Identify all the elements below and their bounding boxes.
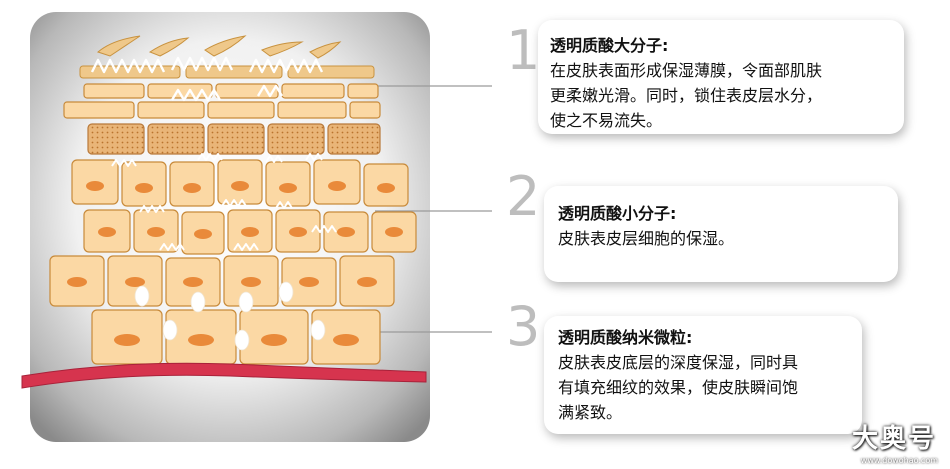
callout-body-line: 更柔嫩光滑。同时，锁住表皮层水分，: [550, 86, 823, 105]
callout-small-molecule: 透明质酸小分子: 皮肤表皮层细胞的保湿。: [544, 186, 898, 282]
callout-body-line: 在皮肤表面形成保湿薄膜，令面部肌肤: [550, 61, 823, 80]
callout-body-line: 满紧致。: [558, 403, 623, 422]
spinous-cells-row-2: [83, 209, 417, 255]
basement-membrane: [21, 362, 427, 389]
callout-body-line: 使之不易流失。: [550, 111, 663, 130]
callout-title: 透明质酸纳米微粒:: [558, 328, 693, 347]
granular-cell-row: [87, 123, 381, 155]
basal-cells-row: [91, 309, 381, 365]
nanoparticle-icon: [134, 281, 326, 351]
callout-body-line: 皮肤表皮底层的深度保湿，同时具: [558, 353, 799, 372]
watermark-logo: 大奥号: [851, 424, 936, 454]
callout-number-2: 2: [506, 165, 541, 228]
spinous-cells-row-1: [71, 159, 409, 207]
connector-lines: [375, 85, 492, 333]
callout-body-line: 皮肤表皮层细胞的保湿。: [558, 229, 735, 248]
callout-title: 透明质酸小分子:: [558, 204, 677, 223]
watermark-site: www.dowohao.com: [860, 456, 938, 465]
small-molecule-icons: [111, 153, 337, 251]
callout-number-1: 1: [506, 19, 541, 82]
callout-title: 透明质酸大分子:: [550, 36, 669, 55]
callout-number-3: 3: [506, 295, 541, 358]
wavy-molecule-icon: [90, 56, 324, 102]
callout-large-molecule: 透明质酸大分子: 在皮肤表面形成保湿薄膜，令面部肌肤 更柔嫩光滑。同时，锁住表皮…: [538, 20, 904, 134]
callout-nanoparticle: 透明质酸纳米微粒: 皮肤表皮底层的深度保湿，同时具 有填充细纹的效果，使皮肤瞬间…: [544, 316, 862, 434]
surface-flakes: [79, 35, 375, 79]
callout-body-line: 有填充细纹的效果，使皮肤瞬间饱: [558, 378, 799, 397]
